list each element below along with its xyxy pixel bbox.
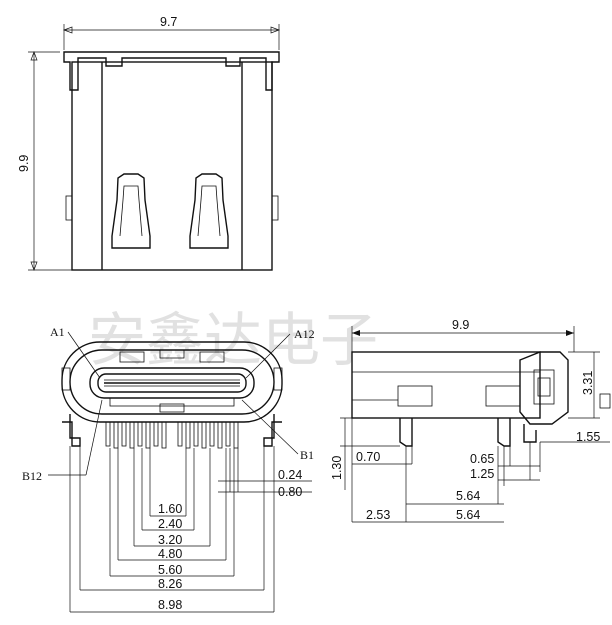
front-dim-1.60: 1.60	[158, 502, 182, 516]
pin-label-b1: B1	[300, 448, 314, 462]
pin-label-a12: A12	[294, 327, 315, 341]
side-dim-2.53: 2.53	[366, 508, 390, 522]
watermark: 安鑫达电子	[88, 306, 378, 374]
front-dim-8.26: 8.26	[158, 577, 182, 591]
side-dim-1.55: 1.55	[576, 430, 600, 444]
side-dim-0.65: 0.65	[470, 452, 494, 466]
side-lead-height-dim: 1.30	[330, 456, 344, 480]
front-dim-3.20: 3.20	[158, 533, 182, 547]
front-dim-5.60: 5.60	[158, 563, 182, 577]
side-dim-0.70: 0.70	[356, 450, 380, 464]
front-dim-4.80: 4.80	[158, 547, 182, 561]
front-view: A1 A12 B1 B12	[22, 325, 315, 613]
side-view: 9.9 3.31 1.30	[330, 318, 611, 523]
side-length-dim: 9.9	[452, 318, 469, 332]
side-dim-5.64-a: 5.64	[456, 489, 480, 503]
front-dim-8.98: 8.98	[158, 598, 182, 612]
side-height-dim: 3.31	[581, 371, 595, 395]
front-dim-2.40: 2.40	[158, 517, 182, 531]
pin-label-a1: A1	[50, 325, 65, 339]
top-width-dim: 9.7	[160, 15, 177, 29]
top-view: 9.7 9.9	[17, 15, 280, 271]
front-dim-0.80: 0.80	[278, 485, 302, 499]
front-dim-0.24: 0.24	[278, 468, 302, 482]
top-height-dim: 9.9	[17, 155, 31, 172]
side-dim-1.25: 1.25	[470, 467, 494, 481]
pin-label-b12: B12	[22, 469, 42, 483]
side-dim-5.64-b: 5.64	[456, 508, 480, 522]
